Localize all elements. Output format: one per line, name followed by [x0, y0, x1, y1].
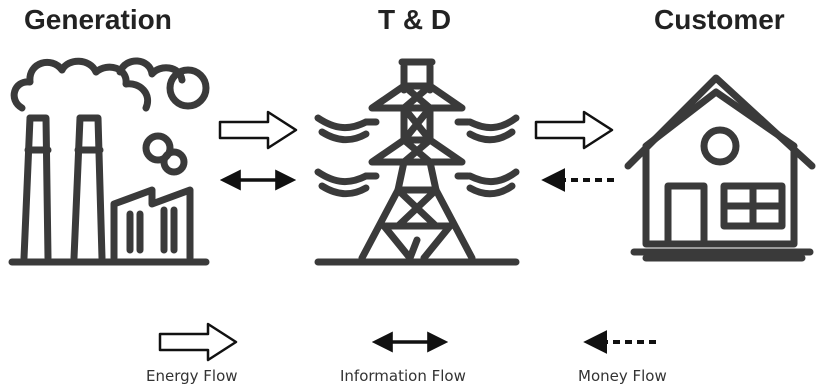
house-icon: [624, 74, 816, 262]
generation-heading: Generation: [24, 4, 172, 35]
customer-heading: Customer: [654, 4, 785, 35]
energy-arrow-gen-to-td: [218, 110, 298, 150]
transmission-tower-icon: [314, 58, 520, 266]
legend-energy-arrow: [158, 322, 238, 362]
power-plant-icon: [8, 57, 210, 266]
energy-arrow-td-to-customer: [534, 110, 614, 150]
legend-money-label: Money Flow: [578, 367, 667, 385]
td-heading: T & D: [378, 4, 452, 35]
legend-energy-label: Energy Flow: [146, 367, 238, 385]
legend-information-label: Information Flow: [340, 367, 466, 385]
